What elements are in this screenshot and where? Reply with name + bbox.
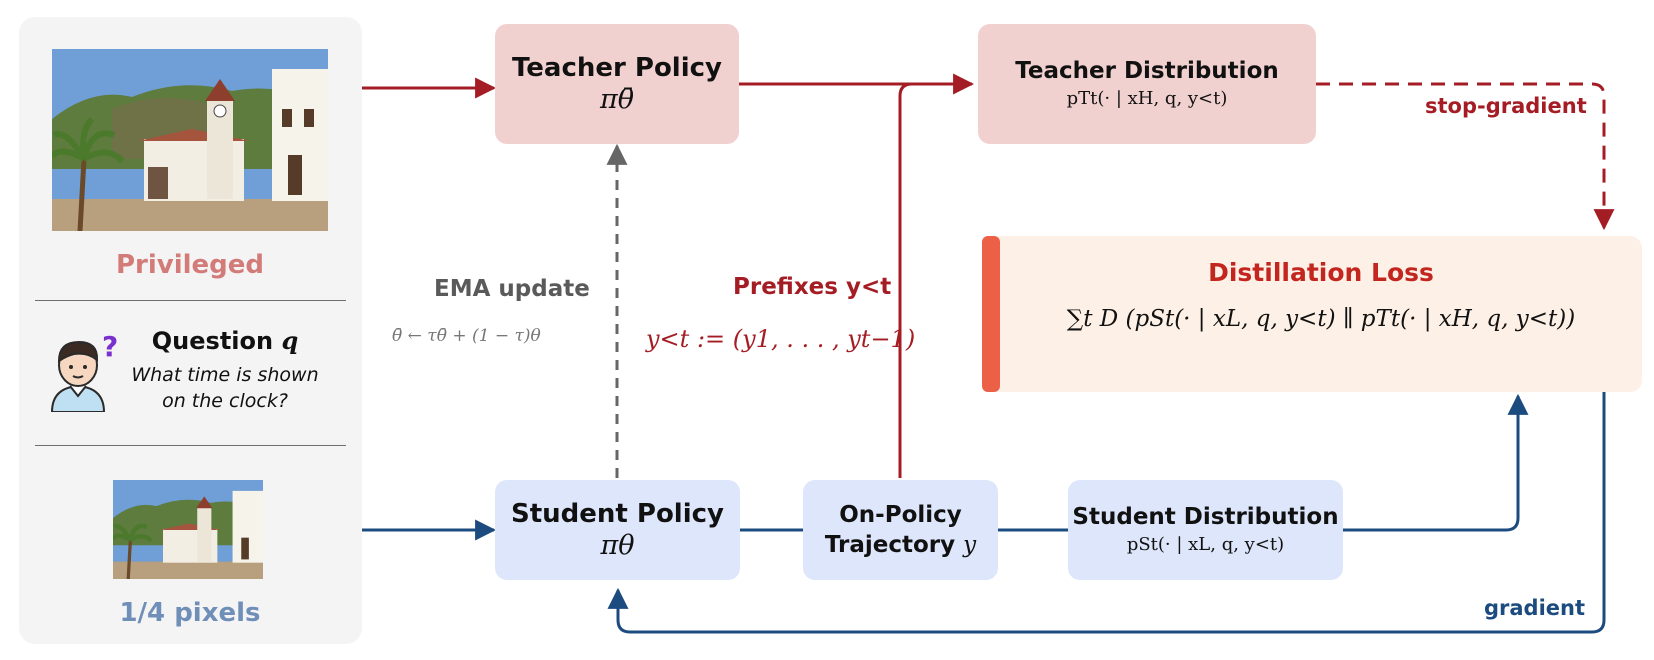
teacher-distribution-formula: pTt(· | xH, q, y<t) — [1066, 88, 1228, 109]
on-policy-trajectory-box: On-Policy Trajectory y — [803, 480, 998, 580]
ema-formula: θ̄ ← τθ̄ + (1 − τ)θ — [392, 326, 541, 346]
teacher-policy-box: Teacher Policy πθ̄ — [495, 24, 739, 144]
question-mark-icon: ? — [102, 330, 119, 363]
prefixes-formula: y<t := (y1, . . . , yt−1) — [646, 325, 916, 353]
arrow-studentdist-to-loss — [1343, 393, 1529, 532]
privileged-label: Privileged — [115, 250, 265, 280]
divider — [35, 300, 346, 301]
distillation-loss-title: Distillation Loss — [1208, 258, 1434, 287]
question-title: Question q — [151, 326, 299, 355]
user-avatar-icon — [48, 334, 116, 412]
on-policy-line1: On-Policy — [839, 502, 962, 528]
teacher-distribution-title: Teacher Distribution — [1015, 58, 1279, 84]
stop-gradient-label: stop-gradient — [1425, 94, 1587, 118]
arrow-stop-gradient — [1316, 82, 1615, 231]
on-policy-line2: Trajectory y — [824, 532, 977, 558]
student-policy-title: Student Policy — [510, 499, 724, 529]
student-distribution-formula: pSt(· | xL, q, y<t) — [1126, 534, 1285, 555]
teacher-policy-symbol: πθ̄ — [599, 84, 634, 115]
privileged-image — [52, 49, 328, 231]
teacher-policy-title: Teacher Policy — [512, 53, 722, 83]
student-distribution-title: Student Distribution — [1072, 504, 1339, 530]
distillation-loss-box — [982, 236, 1642, 392]
divider — [35, 445, 346, 446]
teacher-distribution-box: Teacher Distribution pTt(· | xH, q, y<t) — [978, 24, 1316, 144]
student-policy-box: Student Policy πθ — [495, 480, 740, 580]
gradient-label: gradient — [1484, 596, 1586, 620]
distillation-loss-formula: ∑t D (pSt(· | xL, q, y<t) ∥ pTt(· | xH, … — [1066, 306, 1576, 332]
ema-label: EMA update — [434, 276, 590, 302]
low-res-image — [113, 480, 263, 579]
arrow-gradient-loop — [607, 392, 1606, 634]
student-distribution-box: Student Distribution pSt(· | xL, q, y<t) — [1068, 480, 1343, 580]
arrow-prefixes-up — [898, 82, 913, 478]
prefixes-label: Prefixes y<t — [733, 274, 892, 300]
student-policy-symbol: πθ — [600, 530, 635, 561]
question-text: What time is shown on the clock? — [131, 364, 319, 412]
distillation-accent-bar — [982, 236, 1000, 392]
low-res-label: 1/4 pixels — [119, 598, 261, 628]
